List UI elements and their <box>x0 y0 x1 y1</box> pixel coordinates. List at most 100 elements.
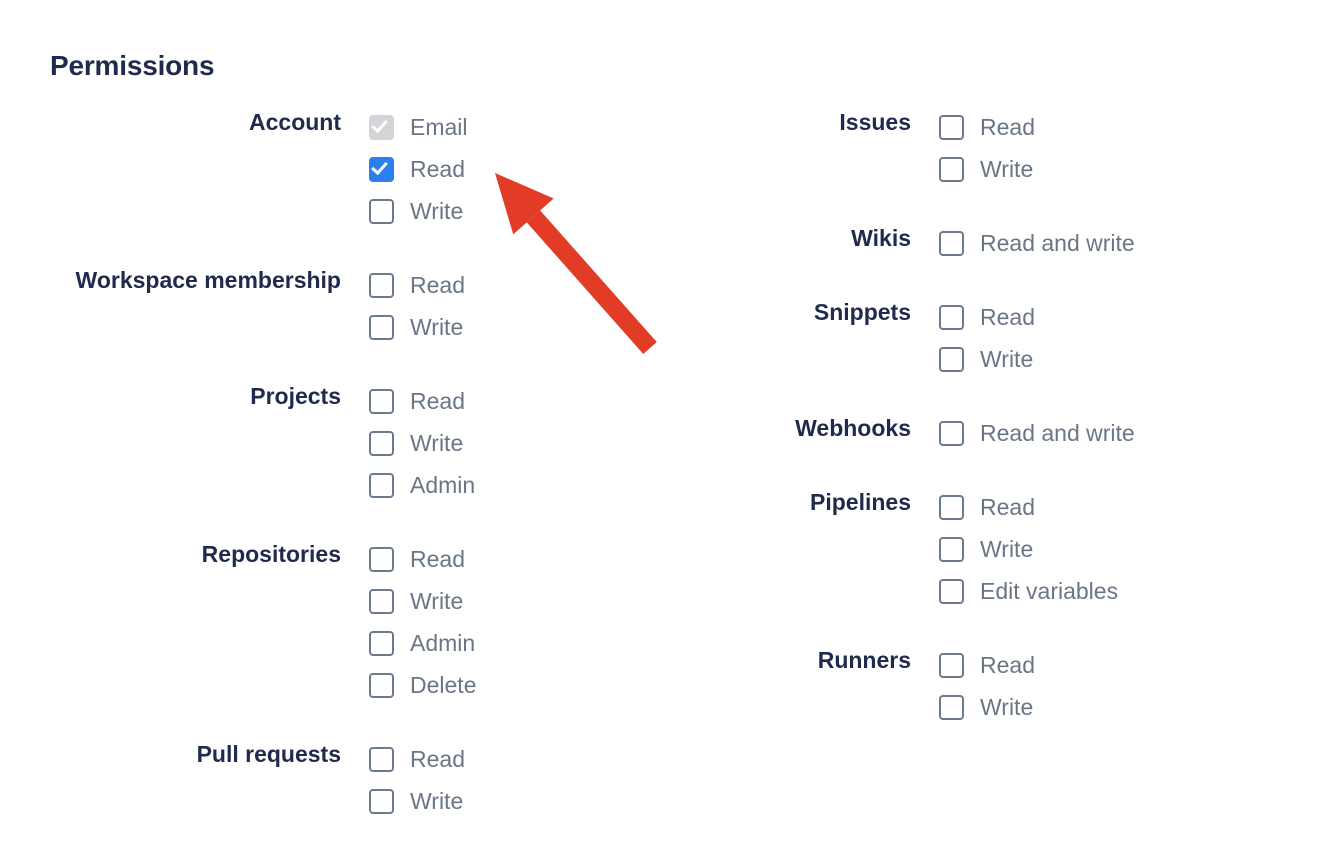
checkbox-repositories-admin[interactable] <box>369 630 394 656</box>
permission-option-pull-requests-read[interactable]: Read <box>369 738 660 780</box>
permission-option-projects-write[interactable]: Write <box>369 422 660 464</box>
checkbox-projects-write[interactable] <box>369 430 394 456</box>
permission-option-label: Write <box>980 693 1034 720</box>
permission-option-issues-read[interactable]: Read <box>939 106 1320 148</box>
check-icon <box>371 157 388 175</box>
permission-option-workspace-membership-read[interactable]: Read <box>369 264 660 306</box>
permission-group-label: Runners <box>817 647 911 673</box>
permission-group-label: Pull requests <box>196 741 341 767</box>
permission-option-runners-read[interactable]: Read <box>939 644 1320 686</box>
checkbox-pull-requests-write[interactable] <box>369 788 394 814</box>
permission-group-wikis: Wikis Read and write <box>660 222 1320 264</box>
checkbox-pipelines-write[interactable] <box>939 536 964 562</box>
permission-option-label: Read <box>410 271 465 298</box>
permission-option-account-write[interactable]: Write <box>369 190 660 232</box>
checkbox-workspace-membership-read[interactable] <box>369 272 394 298</box>
permission-option-repositories-write[interactable]: Write <box>369 580 660 622</box>
permission-option-label: Read <box>410 155 465 182</box>
permission-option-label: Read and write <box>980 229 1135 256</box>
permission-group-label: Projects <box>250 383 341 409</box>
permission-group-label: Workspace membership <box>75 267 341 293</box>
check-icon <box>371 115 388 133</box>
permission-option-workspace-membership-write[interactable]: Write <box>369 306 660 348</box>
permission-option-pull-requests-write[interactable]: Write <box>369 780 660 822</box>
permission-group-label: Repositories <box>201 541 341 567</box>
permission-option-pipelines-edit-variables[interactable]: Edit variables <box>939 570 1320 612</box>
permission-option-label: Read <box>980 113 1035 140</box>
permission-option-issues-write[interactable]: Write <box>939 148 1320 190</box>
permission-option-label: Write <box>980 155 1034 182</box>
checkbox-issues-read[interactable] <box>939 114 964 140</box>
checkbox-repositories-delete[interactable] <box>369 672 394 698</box>
permission-option-label: Edit variables <box>980 577 1119 604</box>
permission-option-repositories-admin[interactable]: Admin <box>369 622 660 664</box>
permission-option-label: Email <box>410 113 468 140</box>
permission-option-label: Write <box>980 535 1034 562</box>
permission-option-webhooks-read-and-write[interactable]: Read and write <box>939 412 1320 454</box>
permission-option-wikis-read-and-write[interactable]: Read and write <box>939 222 1320 264</box>
checkbox-projects-read[interactable] <box>369 388 394 414</box>
permission-option-label: Delete <box>410 671 477 698</box>
permission-option-label: Read <box>980 303 1035 330</box>
permission-option-account-email[interactable]: Email <box>369 106 660 148</box>
permission-option-label: Write <box>410 429 464 456</box>
permission-option-label: Read <box>410 545 465 572</box>
checkbox-runners-write[interactable] <box>939 694 964 720</box>
permission-group-label: Account <box>249 109 341 135</box>
checkbox-pull-requests-read[interactable] <box>369 746 394 772</box>
permission-option-label: Admin <box>410 471 476 498</box>
checkbox-webhooks-read-and-write[interactable] <box>939 420 964 446</box>
permission-group-label: Snippets <box>813 299 911 325</box>
permission-option-account-read[interactable]: Read <box>369 148 660 190</box>
permission-option-label: Admin <box>410 629 476 656</box>
checkbox-issues-write[interactable] <box>939 156 964 182</box>
permission-option-list: Read and write <box>939 412 1320 454</box>
checkbox-pipelines-edit-variables[interactable] <box>939 578 964 604</box>
permission-option-snippets-read[interactable]: Read <box>939 296 1320 338</box>
page-title: Permissions <box>50 50 215 81</box>
checkbox-snippets-read[interactable] <box>939 304 964 330</box>
permission-option-label: Read <box>410 745 465 772</box>
permission-option-label: Read <box>980 651 1035 678</box>
permission-option-snippets-write[interactable]: Write <box>939 338 1320 380</box>
checkbox-repositories-read[interactable] <box>369 546 394 572</box>
checkbox-pipelines-read[interactable] <box>939 494 964 520</box>
permission-group-label: Wikis <box>851 225 911 251</box>
permission-option-projects-admin[interactable]: Admin <box>369 464 660 506</box>
checkbox-wikis-read-and-write[interactable] <box>939 230 964 256</box>
permission-option-pipelines-write[interactable]: Write <box>939 528 1320 570</box>
permission-group-label: Webhooks <box>795 415 911 441</box>
checkbox-account-write[interactable] <box>369 198 394 224</box>
permission-option-list: Read and write <box>939 222 1320 264</box>
checkbox-account-email <box>369 114 394 140</box>
permission-option-pipelines-read[interactable]: Read <box>939 486 1320 528</box>
permission-group-label: Issues <box>839 109 911 135</box>
permission-option-label: Read and write <box>980 419 1135 446</box>
permission-option-repositories-read[interactable]: Read <box>369 538 660 580</box>
checkbox-runners-read[interactable] <box>939 652 964 678</box>
permission-group-label: Pipelines <box>810 489 911 515</box>
permission-option-runners-write[interactable]: Write <box>939 686 1320 728</box>
permission-option-projects-read[interactable]: Read <box>369 380 660 422</box>
checkbox-snippets-write[interactable] <box>939 346 964 372</box>
checkbox-account-read[interactable] <box>369 156 394 182</box>
checkbox-projects-admin[interactable] <box>369 472 394 498</box>
permission-option-repositories-delete[interactable]: Delete <box>369 664 660 706</box>
checkbox-workspace-membership-write[interactable] <box>369 314 394 340</box>
permission-option-label: Write <box>410 313 464 340</box>
permission-option-label: Write <box>980 345 1034 372</box>
checkbox-repositories-write[interactable] <box>369 588 394 614</box>
